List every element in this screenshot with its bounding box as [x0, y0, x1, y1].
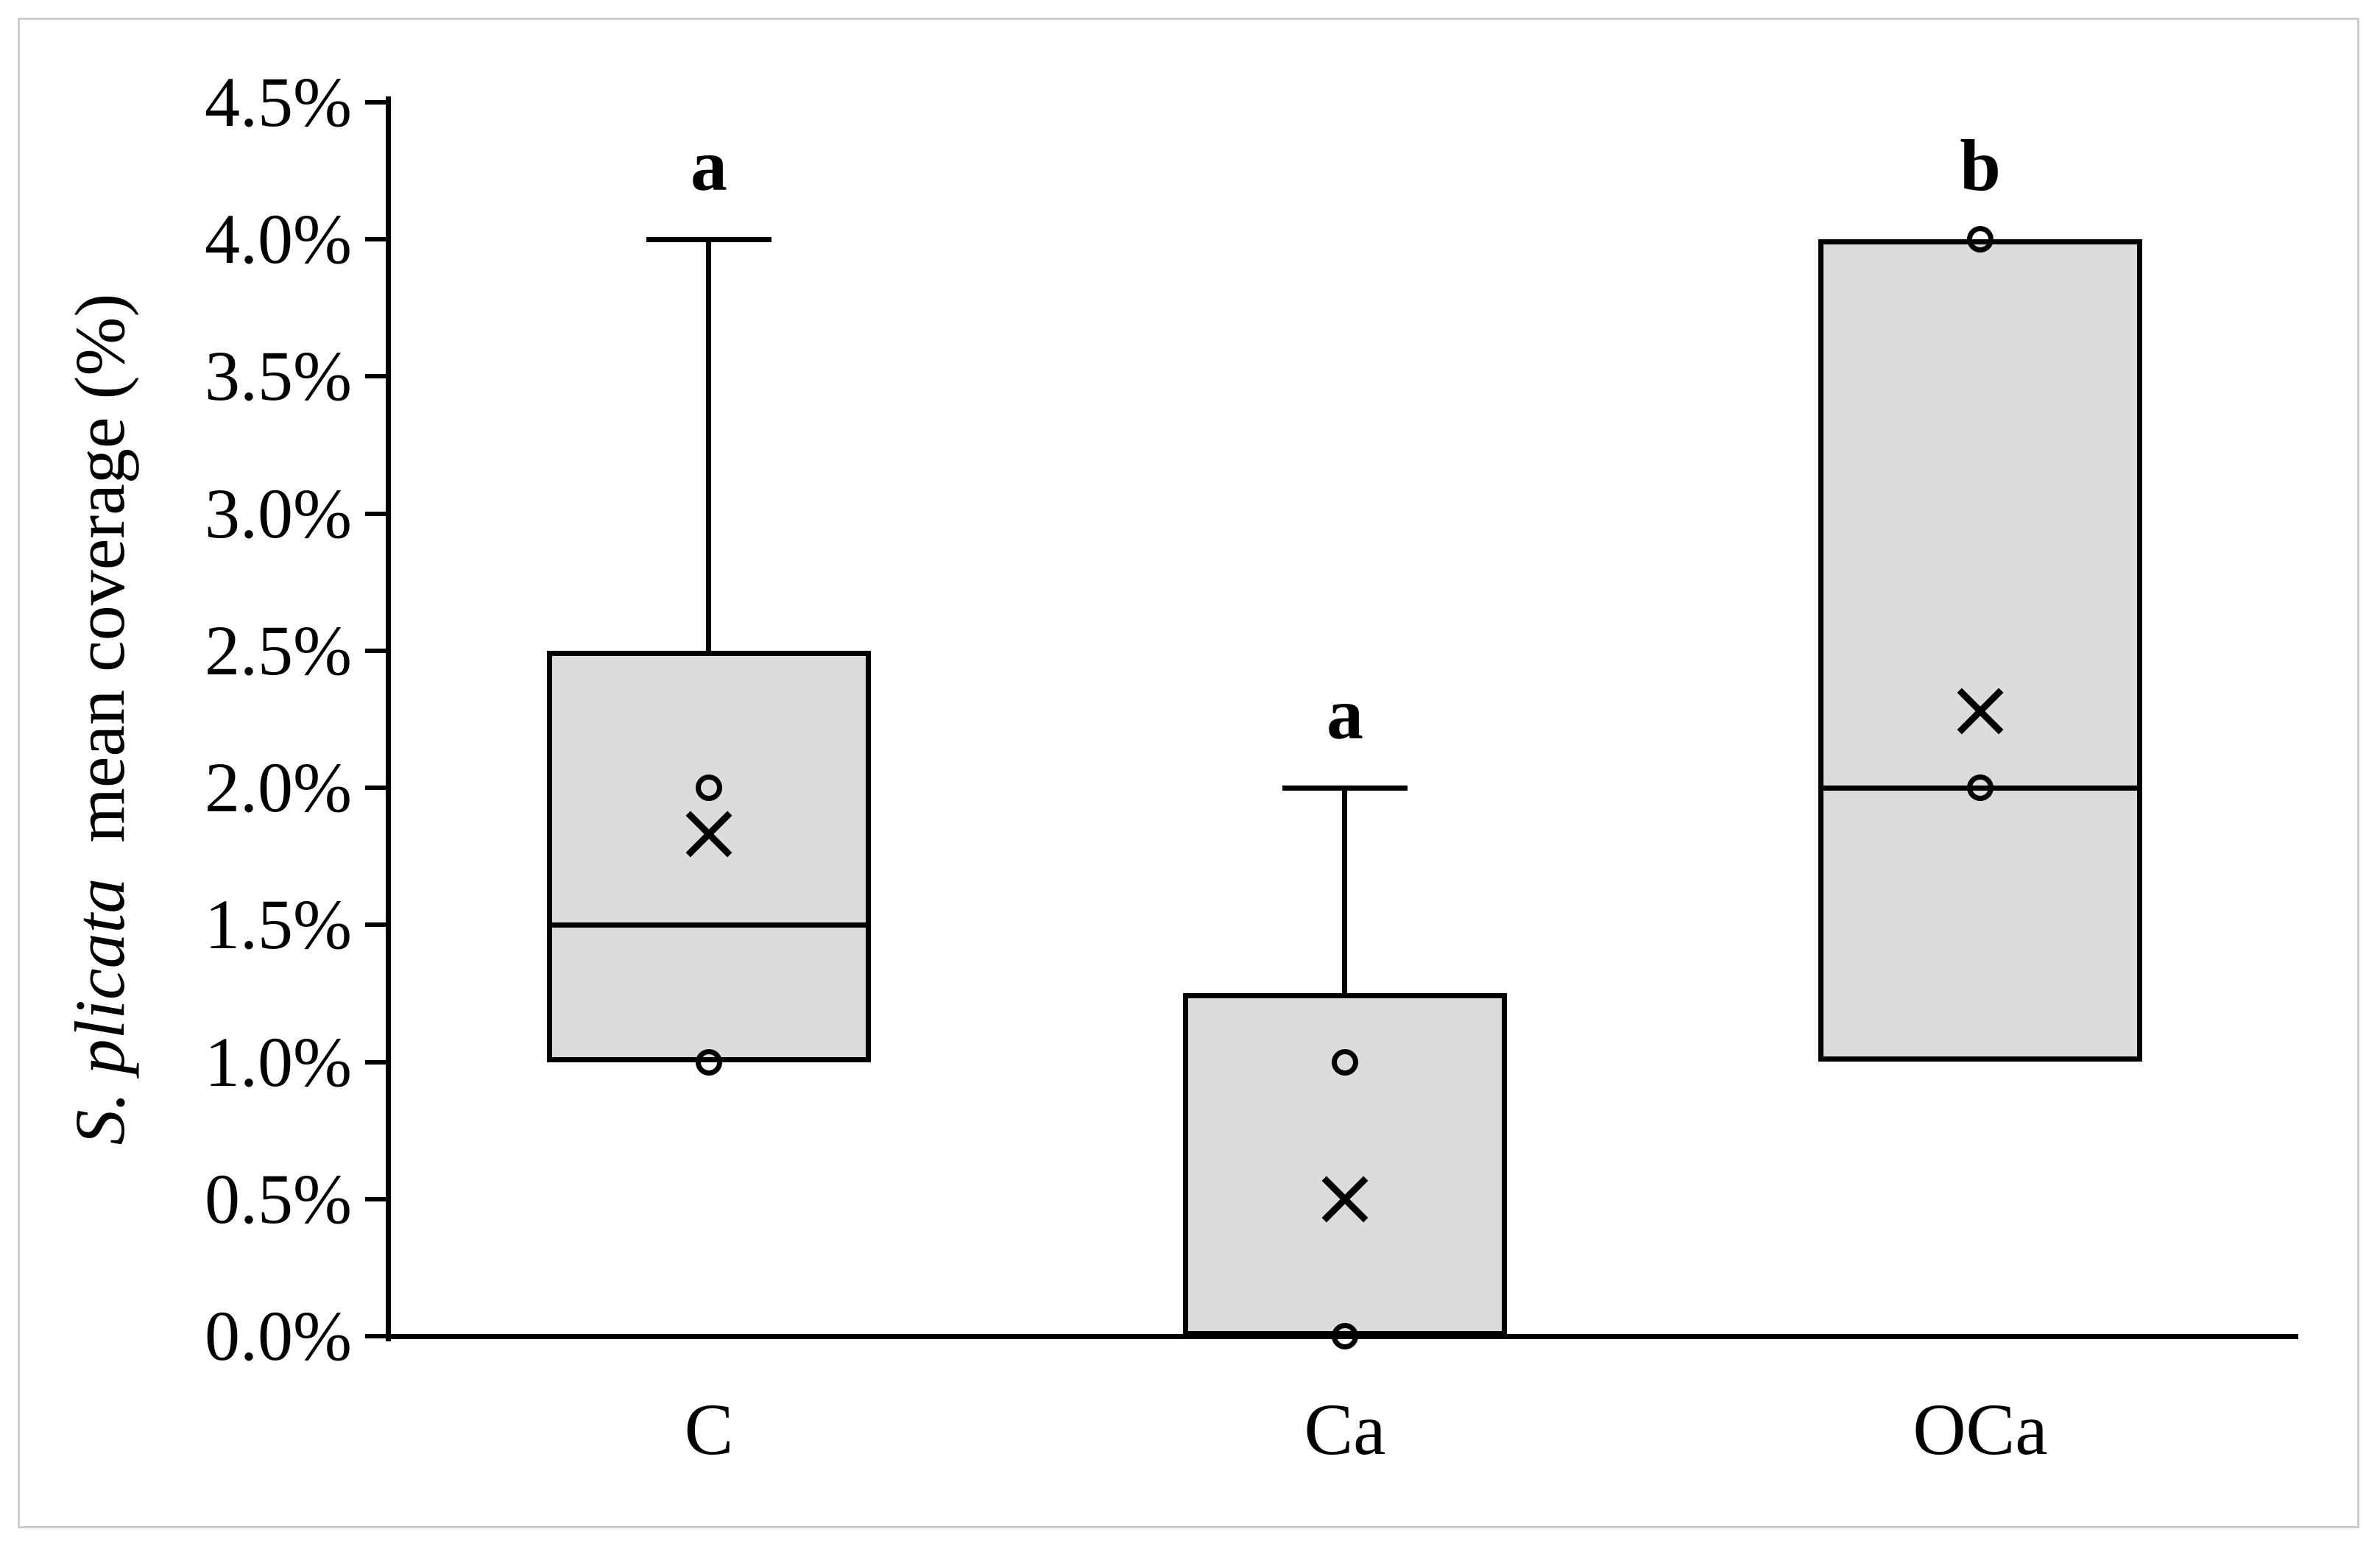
y-tick-label: 3.0% — [205, 474, 352, 553]
data-point-circle — [696, 1049, 722, 1076]
data-point-circle — [696, 774, 722, 801]
y-tick — [365, 1197, 386, 1201]
mean-x-marker — [1321, 1176, 1369, 1223]
y-tick — [365, 649, 386, 653]
y-tick — [365, 1060, 386, 1065]
significance-letter: a — [1327, 673, 1363, 755]
y-tick — [365, 786, 386, 790]
data-point-circle — [1332, 1323, 1358, 1349]
whisker-line — [706, 239, 711, 651]
y-axis-line — [386, 96, 391, 1341]
y-axis-title-units: mean coverage (%) — [60, 293, 139, 878]
y-tick — [365, 237, 386, 241]
y-axis-title: S. plicata mean coverage (%) — [56, 167, 144, 1271]
data-point-circle — [1967, 774, 1994, 801]
y-tick-label: 3.5% — [205, 336, 352, 415]
y-tick — [365, 100, 386, 105]
median-line — [547, 922, 871, 928]
y-tick-label: 2.0% — [205, 748, 352, 827]
data-point-circle — [1332, 1049, 1358, 1076]
y-tick-label: 4.5% — [205, 63, 352, 141]
y-tick — [365, 512, 386, 516]
y-tick-label: 1.0% — [205, 1023, 352, 1101]
y-tick-label: 4.0% — [205, 200, 352, 278]
significance-letter: a — [691, 124, 727, 206]
mean-x-marker — [685, 811, 732, 858]
whisker-cap — [1282, 786, 1408, 791]
y-tick-label: 0.5% — [205, 1160, 352, 1238]
whisker-line — [1342, 788, 1347, 993]
box-C — [547, 651, 871, 1062]
category-label-Ca: Ca — [1304, 1388, 1386, 1470]
category-label-C: C — [684, 1388, 734, 1470]
category-label-OCa: OCa — [1913, 1388, 2048, 1470]
significance-letter: b — [1960, 124, 2001, 206]
box-Ca — [1183, 993, 1507, 1336]
y-tick-label: 0.0% — [205, 1296, 352, 1375]
y-tick-label: 1.5% — [205, 885, 352, 964]
y-tick — [365, 1334, 386, 1338]
whisker-cap — [646, 237, 771, 242]
y-tick — [365, 922, 386, 927]
y-axis-title-species: S. plicata — [60, 878, 139, 1146]
data-point-circle — [1967, 226, 1994, 253]
y-tick-label: 2.5% — [205, 611, 352, 690]
box-OCa — [1818, 239, 2142, 1062]
mean-x-marker — [1957, 688, 2004, 735]
y-tick — [365, 374, 386, 378]
